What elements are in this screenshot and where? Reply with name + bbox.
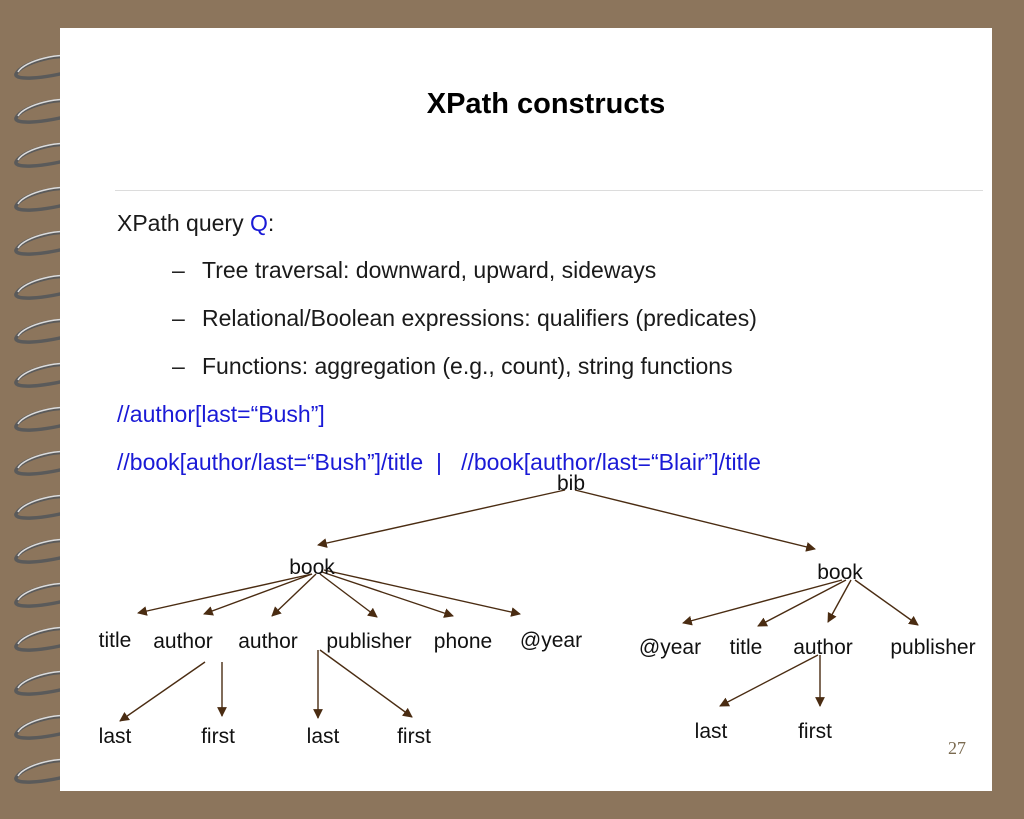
- slide-page: [60, 28, 992, 791]
- edge-author1-last: [119, 661, 206, 722]
- edge-book2-author: [827, 579, 852, 623]
- tree-node-title: title: [99, 629, 132, 652]
- edge-book1-year: [323, 569, 521, 617]
- xpath-example-2: //book[author/last=“Bush”]/title | //boo…: [117, 449, 761, 475]
- edge-book1-author: [271, 573, 317, 617]
- tree-node-title: title: [730, 636, 763, 659]
- tree-node-book: book: [289, 556, 335, 579]
- bullet-text: Relational/Boolean expressions: qualifie…: [202, 305, 757, 331]
- query-colon: :: [267, 210, 275, 236]
- tree-node-publisher: publisher: [890, 636, 975, 659]
- tree-node-first: first: [798, 720, 832, 743]
- edge-bib-book2: [574, 489, 816, 552]
- tree-node-book: book: [817, 561, 863, 584]
- title-divider: [115, 190, 983, 191]
- edge-book1-publisher: [319, 573, 378, 618]
- tree-node-author: author: [238, 630, 298, 653]
- bullet-dash: –: [172, 257, 185, 283]
- xpath-example-1: //author[last=“Bush”]: [117, 401, 325, 427]
- edge-bib-book1: [317, 489, 566, 548]
- tree-node-first: first: [201, 725, 235, 748]
- edge-book2-year: [682, 579, 843, 626]
- slide-title: XPath constructs: [426, 88, 666, 120]
- tree-node-last: last: [695, 720, 728, 743]
- tree-node-publisher: publisher: [326, 630, 411, 653]
- bullet-item: –Functions: aggregation (e.g., count), s…: [172, 353, 733, 380]
- query-intro-text: XPath query: [117, 210, 250, 236]
- edge-author3-last: [719, 654, 819, 707]
- edge-book1-author: [203, 573, 313, 616]
- tree-node-year: @year: [639, 636, 701, 659]
- tree-node-last: last: [99, 725, 132, 748]
- edge-book1-title: [137, 573, 313, 616]
- tree-node-author: author: [793, 636, 853, 659]
- tree-node-bib: bib: [557, 472, 585, 495]
- bullet-dash: –: [172, 305, 185, 331]
- tree-node-last: last: [307, 725, 340, 748]
- bullet-text: Functions: aggregation (e.g., count), st…: [202, 353, 733, 379]
- query-symbol: Q: [249, 210, 268, 236]
- bullet-item: –Tree traversal: downward, upward, sidew…: [172, 257, 656, 284]
- page-number: 27: [948, 738, 966, 758]
- tree-node-first: first: [397, 725, 431, 748]
- bullet-dash: –: [172, 353, 185, 379]
- tree-node-phone: phone: [434, 630, 492, 653]
- tree-node-year: @year: [520, 629, 582, 652]
- bullet-text: Tree traversal: downward, upward, sidewa…: [202, 257, 657, 283]
- bullet-item: –Relational/Boolean expressions: qualifi…: [172, 305, 757, 332]
- edge-author2-first: [319, 649, 413, 718]
- edge-book1-phone: [321, 571, 454, 618]
- edge-book2-title: [757, 579, 847, 627]
- query-intro-line: XPath query Q:: [117, 210, 274, 237]
- edge-book2-publisher: [854, 579, 919, 626]
- tree-node-author: author: [153, 630, 213, 653]
